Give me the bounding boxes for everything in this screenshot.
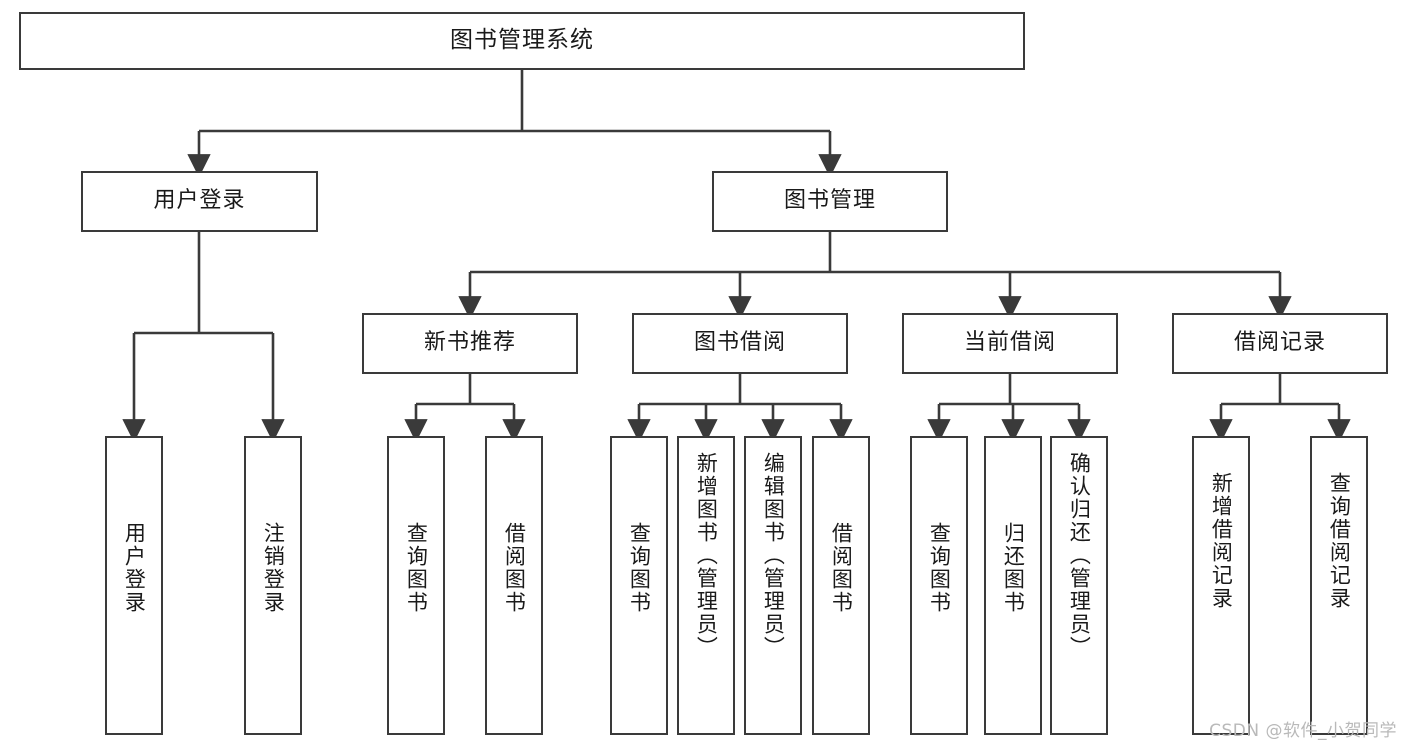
node-borrow-record-label: 借阅记录 (1233, 330, 1326, 356)
leaf-book-borrow-1[interactable]: 查询图书 (610, 436, 668, 735)
node-user-login-label: 用户登录 (153, 188, 246, 214)
node-book-borrow[interactable]: 图书借阅 (632, 313, 848, 374)
leaf-new-book-rec-1[interactable]: 查询图书 (387, 436, 445, 735)
node-user-login[interactable]: 用户登录 (81, 171, 318, 232)
leaf-current-borrow-3[interactable]: 确认归还（管理员） (1050, 436, 1108, 735)
node-new-book-rec[interactable]: 新书推荐 (362, 313, 578, 374)
leaf-book-borrow-3[interactable]: 编辑图书（管理员） (744, 436, 802, 735)
leaf-label: 借阅图书 (829, 522, 854, 614)
leaf-user-login-1[interactable]: 用户登录 (105, 436, 163, 735)
leaf-label: 查询图书 (927, 522, 952, 614)
leaf-label: 借阅图书 (502, 522, 527, 614)
node-root[interactable]: 图书管理系统 (19, 12, 1025, 70)
leaf-new-book-rec-2[interactable]: 借阅图书 (485, 436, 543, 735)
leaf-book-borrow-4[interactable]: 借阅图书 (812, 436, 870, 735)
leaf-current-borrow-1[interactable]: 查询图书 (910, 436, 968, 735)
leaf-label: 新增图书（管理员） (694, 452, 719, 659)
node-borrow-record[interactable]: 借阅记录 (1172, 313, 1388, 374)
leaf-label: 查询图书 (404, 522, 429, 614)
node-book-manage[interactable]: 图书管理 (712, 171, 948, 232)
node-current-borrow[interactable]: 当前借阅 (902, 313, 1118, 374)
node-current-borrow-label: 当前借阅 (963, 330, 1056, 356)
leaf-book-borrow-2[interactable]: 新增图书（管理员） (677, 436, 735, 735)
leaf-current-borrow-2[interactable]: 归还图书 (984, 436, 1042, 735)
node-book-manage-label: 图书管理 (783, 188, 876, 214)
leaf-label: 确认归还（管理员） (1067, 452, 1092, 659)
leaf-label: 注销登录 (261, 522, 286, 614)
leaf-label: 用户登录 (122, 522, 147, 614)
leaf-user-login-2[interactable]: 注销登录 (244, 436, 302, 735)
leaf-borrow-record-1[interactable]: 新增借阅记录 (1192, 436, 1250, 735)
node-new-book-rec-label: 新书推荐 (423, 330, 516, 356)
leaf-label: 查询图书 (627, 522, 652, 614)
leaf-borrow-record-2[interactable]: 查询借阅记录 (1310, 436, 1368, 735)
leaf-label: 新增借阅记录 (1209, 472, 1234, 610)
leaf-label: 归还图书 (1001, 522, 1026, 614)
watermark: CSDN @软件_小贺同学 (1209, 721, 1397, 741)
leaf-label: 编辑图书（管理员） (761, 452, 786, 659)
node-book-borrow-label: 图书借阅 (693, 330, 786, 356)
node-root-label: 图书管理系统 (450, 27, 594, 54)
leaf-label: 查询借阅记录 (1327, 472, 1352, 610)
